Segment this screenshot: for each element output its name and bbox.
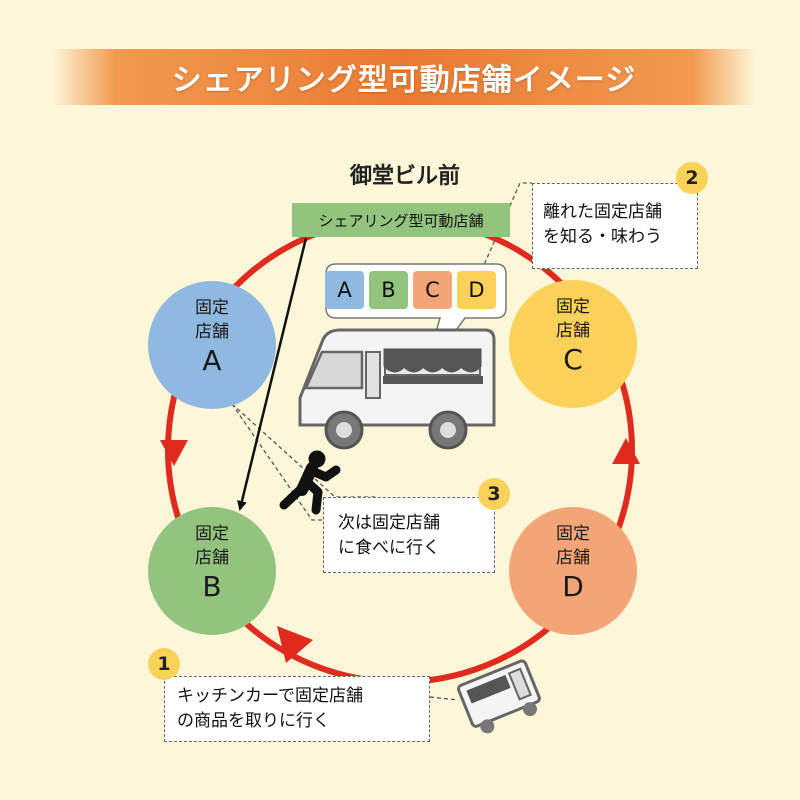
note-2-line2: を知る・味わう [543, 227, 662, 247]
speech-letter-d: D [457, 271, 496, 309]
note-3: 次は固定店舗 に食べに行く [323, 497, 495, 573]
cycle-arrow-bottom [277, 626, 313, 663]
store-b-letter: B [202, 570, 222, 603]
speech-letter-c: C [413, 271, 452, 309]
cycle-arrow-right [612, 438, 640, 464]
note-2: 離れた固定店舗 を知る・味わう [532, 183, 698, 269]
store-a-line1: 固定 [195, 298, 229, 318]
note-1-line2: の商品を取りに行く [177, 711, 330, 731]
store-a-letter: A [202, 344, 222, 377]
store-c-line2: 店舗 [556, 321, 590, 341]
running-person-icon [279, 450, 341, 515]
note-3-badge: 3 [478, 478, 510, 510]
note-1-line1: キッチンカーで固定店舗 [177, 686, 363, 706]
speech-letter-a: A [325, 271, 364, 309]
note-1: キッチンカーで固定店舗 の商品を取りに行く [164, 676, 430, 742]
truck-tag: シェアリング型可動店舗 [292, 203, 510, 237]
store-c-circle [509, 280, 637, 408]
kitchen-car-icon [457, 659, 541, 734]
store-d-letter: D [562, 570, 584, 603]
store-c-line1: 固定 [556, 297, 590, 317]
leader-lines [231, 182, 532, 701]
store-a-circle [148, 281, 276, 409]
store-b-label: 固定 店舗 B [152, 522, 272, 604]
store-d-line2: 店舗 [556, 548, 590, 568]
store-c-letter: C [563, 343, 583, 376]
note-2-badge: 2 [676, 162, 708, 194]
store-b-circle [148, 507, 276, 635]
store-b-line1: 固定 [195, 524, 229, 544]
store-b-line2: 店舗 [195, 548, 229, 568]
store-d-label: 固定 店舗 D [513, 522, 633, 604]
truck-tag-text: シェアリング型可動店舗 [318, 211, 484, 230]
food-truck-icon [298, 328, 496, 450]
location-label: 御堂ビル前 [349, 164, 460, 189]
speech-letter-b: B [369, 271, 408, 309]
note-2-line1: 離れた固定店舗 [543, 202, 662, 222]
move-arrow [237, 237, 308, 511]
note-1-badge: 1 [148, 648, 180, 680]
store-c-label: 固定 店舗 C [513, 295, 633, 377]
store-d-line1: 固定 [556, 524, 590, 544]
note-3-line1: 次は固定店舗 [338, 513, 440, 533]
page-title: シェアリング型可動店舗イメージ [171, 63, 637, 98]
store-a-line2: 店舗 [195, 322, 229, 342]
note-3-line2: に食べに行く [338, 538, 440, 558]
cycle-arrow-left [160, 440, 188, 466]
store-d-circle [509, 507, 637, 635]
store-a-label: 固定 店舗 A [152, 296, 272, 378]
title-banner: シェアリング型可動店舗イメージ [52, 49, 756, 105]
